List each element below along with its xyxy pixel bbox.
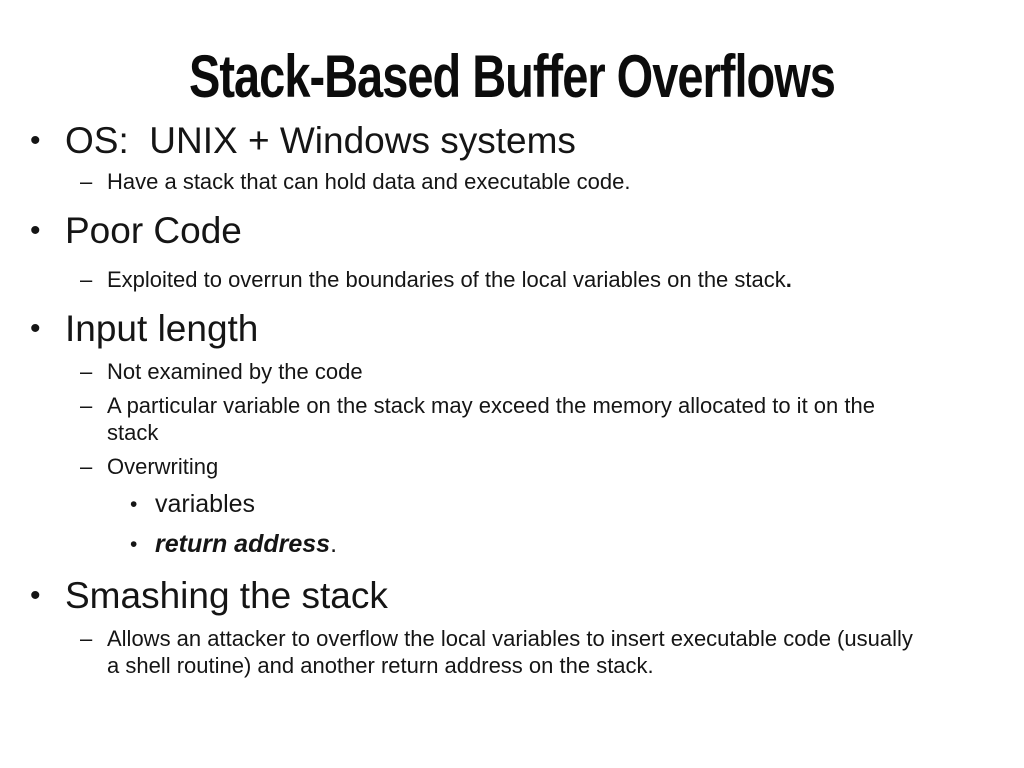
bullet-smashing-stack: • Smashing the stack bbox=[0, 574, 1024, 618]
bullet-text-suffix: . bbox=[330, 530, 338, 558]
bullet-input-length: • Input length bbox=[0, 307, 1024, 351]
dash-marker: – bbox=[80, 393, 93, 418]
bullet-text: Overwriting bbox=[107, 454, 219, 479]
bullet-marker: • bbox=[130, 533, 138, 556]
sub-bullet-have-a-stack: – Have a stack that can hold data and ex… bbox=[0, 168, 1024, 195]
dash-marker: – bbox=[80, 626, 93, 651]
bullet-marker: • bbox=[30, 312, 41, 345]
sub-bullet-exploited: – Exploited to overrun the boundaries of… bbox=[0, 266, 1024, 293]
dash-marker: – bbox=[80, 267, 93, 292]
bullet-text: Smashing the stack bbox=[65, 575, 388, 616]
sub-bullet-particular-variable: – A particular variable on the stack may… bbox=[0, 392, 1024, 446]
bullet-text: A particular variable on the stack may e… bbox=[107, 393, 875, 445]
slide-body: • OS: UNIX + Windows systems – Have a st… bbox=[0, 119, 1024, 679]
bullet-marker: • bbox=[30, 579, 41, 612]
bullet-marker: • bbox=[30, 214, 41, 247]
dash-marker: – bbox=[80, 454, 93, 479]
sub-bullet-not-examined: – Not examined by the code bbox=[0, 358, 1024, 385]
bullet-marker: • bbox=[30, 124, 41, 157]
sub-bullet-overwriting: – Overwriting bbox=[0, 453, 1024, 480]
bullet-os-systems: • OS: UNIX + Windows systems bbox=[0, 119, 1024, 163]
sub-bullet-allows-attacker: – Allows an attacker to overflow the loc… bbox=[0, 625, 1024, 679]
bullet-text: Not examined by the code bbox=[107, 359, 363, 384]
bullet-text: Poor Code bbox=[65, 210, 242, 251]
bullet-text: OS: UNIX + Windows systems bbox=[65, 120, 576, 161]
bullet-text: Exploited to overrun the boundaries of t… bbox=[107, 266, 792, 293]
slide-title: Stack-Based Buffer Overflows bbox=[189, 42, 836, 110]
bullet-text: Have a stack that can hold data and exec… bbox=[107, 169, 631, 194]
bullet-text: Allows an attacker to overflow the local… bbox=[107, 626, 913, 678]
dash-marker: – bbox=[80, 359, 93, 384]
subsub-bullet-variables: • variables bbox=[0, 489, 1024, 520]
bullet-text-emphasis: return address bbox=[155, 530, 331, 558]
bullet-text: return address. bbox=[155, 529, 337, 560]
bullet-text: Input length bbox=[65, 308, 259, 349]
dash-marker: – bbox=[80, 169, 93, 194]
bullet-marker: • bbox=[130, 493, 138, 516]
bullet-text: variables bbox=[155, 490, 256, 518]
bullet-text-main: Exploited to overrun the boundaries of t… bbox=[107, 267, 786, 292]
bullet-text-bold-period: . bbox=[785, 267, 792, 292]
bullet-poor-code: • Poor Code bbox=[0, 209, 1024, 253]
subsub-bullet-return-address: • return address. bbox=[0, 529, 1024, 560]
